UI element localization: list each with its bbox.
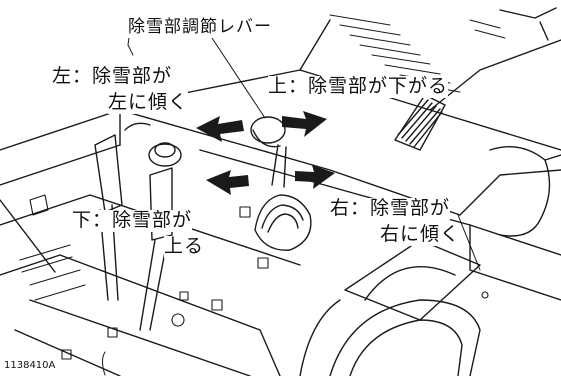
direction-arrows [196,111,335,195]
down-direction-label-line2: 上る [164,235,205,258]
right-direction-label-line1: 右：除雪部が [330,197,451,220]
leader-lines [102,29,481,376]
arrow-up-right [282,111,327,137]
arrow-down-left [206,170,249,195]
side-shape [489,146,561,237]
lever-title-label: 除雪部調節レバー [128,17,272,38]
textured-grip [394,89,446,151]
right-panel [299,239,481,376]
left-direction-label-line2: 左に傾く [108,91,189,114]
right-direction-label-line2: 右に傾く [380,223,461,246]
arrow-up-left [196,116,244,142]
console-panel [0,109,561,376]
up-direction-label: 上：除雪部が下がる [268,75,449,98]
snow-remover-lever [250,116,312,251]
down-direction-label-line1: 下：除雪部が [72,209,193,232]
left-levers [0,134,173,331]
console-knob [124,122,182,167]
arrow-down-right [295,165,335,189]
left-direction-label-line1: 左：除雪部が [52,65,173,88]
figure-code: 1138410A [4,360,56,371]
console-switches [19,194,489,360]
